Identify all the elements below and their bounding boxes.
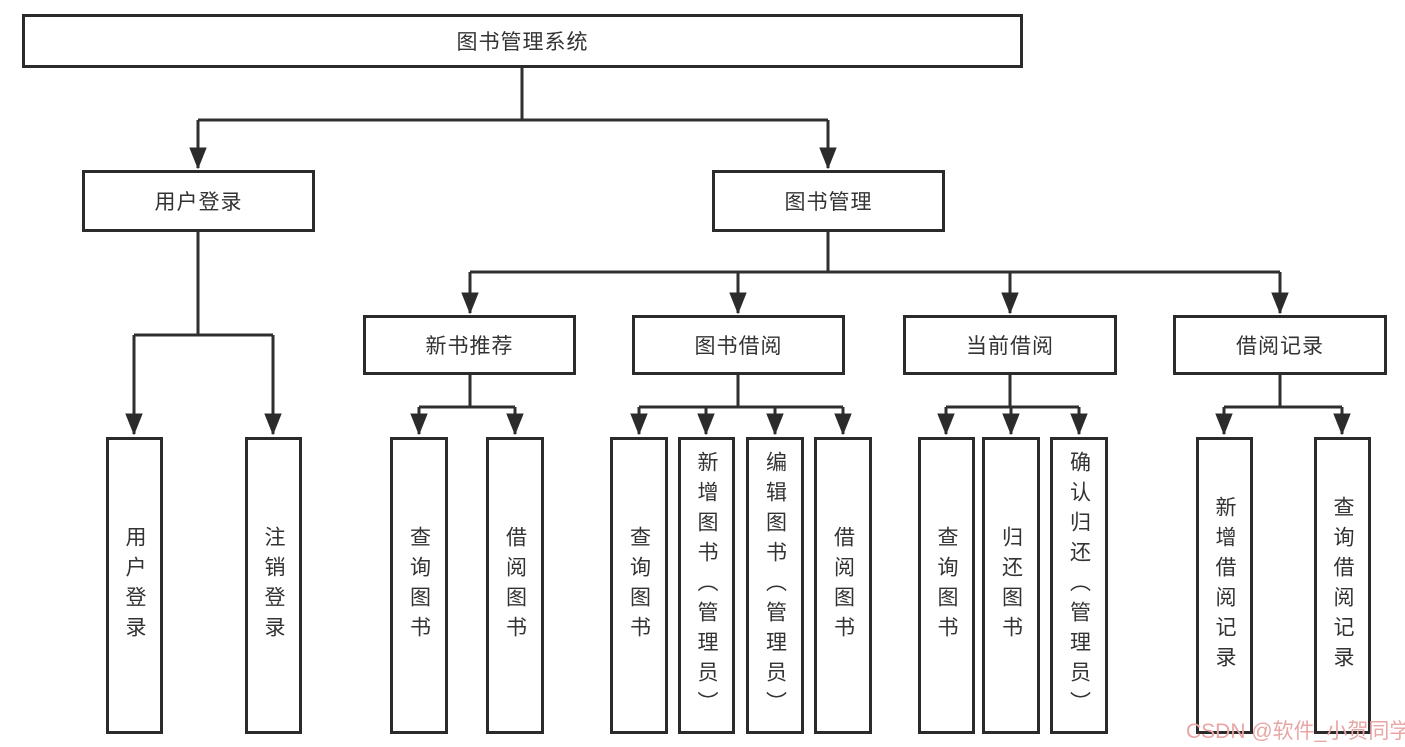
leaf-user-login-label: 用户登录 [123,525,146,646]
node-book-borrow: 图书借阅 [632,315,845,375]
leaf-add-book-admin: 新增图书（管理员） [678,437,735,734]
leaf-logout: 注销登录 [245,437,302,734]
leaf-edit-book-admin: 编辑图书（管理员） [746,437,804,734]
leaf-query-books-1-label: 查询图书 [407,525,431,646]
connector-root [198,68,828,168]
leaf-add-borrow-record: 新增借阅记录 [1196,437,1253,734]
leaf-confirm-return-admin-label: 确认归还（管理员） [1067,450,1091,721]
node-root-label: 图书管理系统 [456,31,589,54]
connector-borrow-records [1224,375,1342,434]
csdn-watermark: CSDN @软件_小贺同学 [1186,720,1405,743]
leaf-add-book-admin-label: 新增图书（管理员） [695,450,718,721]
leaf-borrow-books-2-label: 借阅图书 [831,525,855,646]
node-book-borrow-label: 图书借阅 [694,335,783,358]
node-book-management: 图书管理 [712,170,945,232]
leaf-query-borrow-record: 查询借阅记录 [1314,437,1371,734]
leaf-confirm-return-admin: 确认归还（管理员） [1050,437,1108,734]
node-borrow-records: 借阅记录 [1173,315,1387,375]
leaf-query-books-2: 查询图书 [610,437,668,734]
node-new-book-recommend: 新书推荐 [363,315,576,375]
connector-book-borrow [639,375,843,434]
node-new-book-recommend-label: 新书推荐 [425,335,514,358]
connector-new-book-recommend [419,375,515,434]
leaf-query-books-3: 查询图书 [918,437,975,734]
node-root: 图书管理系统 [22,14,1023,68]
node-current-borrow: 当前借阅 [903,315,1117,375]
leaf-query-books-2-label: 查询图书 [627,525,651,646]
leaf-query-borrow-record-label: 查询借阅记录 [1331,495,1354,676]
connector-current-borrow [946,375,1079,434]
leaf-query-books-1: 查询图书 [390,437,448,734]
node-book-management-label: 图书管理 [784,191,873,214]
leaf-logout-label: 注销登录 [262,525,285,646]
leaf-add-borrow-record-label: 新增借阅记录 [1213,495,1236,676]
leaf-query-books-3-label: 查询图书 [935,525,958,646]
node-user-login-label: 用户登录 [154,191,243,214]
node-user-login: 用户登录 [82,170,315,232]
leaf-return-books-label: 归还图书 [999,525,1023,646]
leaf-user-login: 用户登录 [106,437,163,734]
connector-book-management [470,232,1280,313]
connector-user-login [134,232,273,434]
leaf-return-books: 归还图书 [982,437,1040,734]
leaf-borrow-books-1: 借阅图书 [486,437,544,734]
node-current-borrow-label: 当前借阅 [966,335,1054,358]
node-borrow-records-label: 借阅记录 [1236,335,1324,358]
leaf-edit-book-admin-label: 编辑图书（管理员） [763,450,787,721]
leaf-borrow-books-1-label: 借阅图书 [503,525,527,646]
leaf-borrow-books-2: 借阅图书 [814,437,872,734]
